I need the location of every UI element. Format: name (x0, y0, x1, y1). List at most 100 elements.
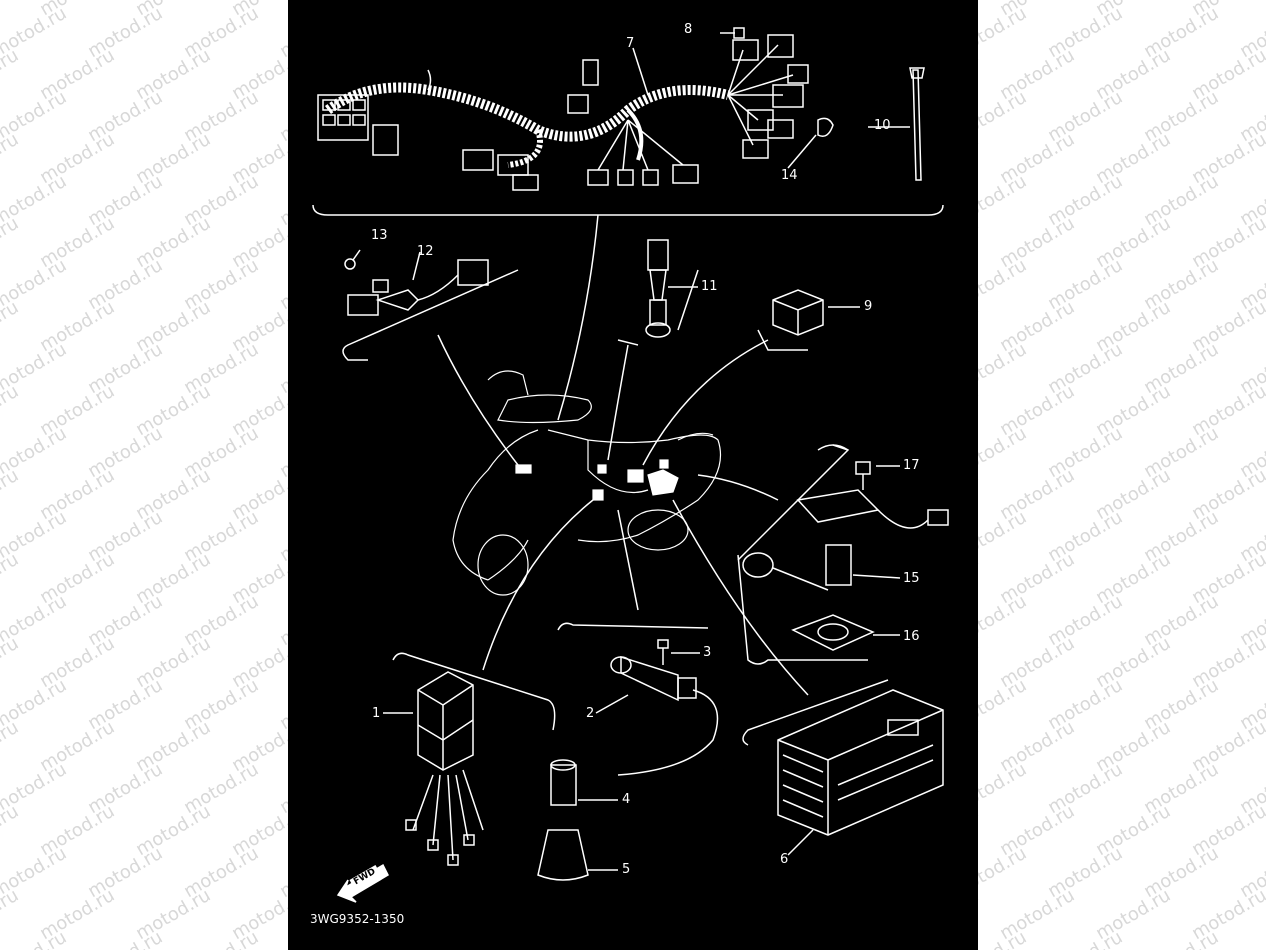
watermark-text: motod.ru (1140, 86, 1223, 147)
watermark-text: motod.ru (84, 758, 167, 819)
watermark-text: motod.ru (0, 716, 23, 777)
watermark-text: motod.ru (1044, 254, 1127, 315)
watermark-text: motod.ru (180, 422, 263, 483)
watermark-text: motod.ru (1140, 170, 1223, 231)
watermark-text: motod.ru (1044, 927, 1126, 950)
parts-diagram: 7 8 10 14 13 12 11 9 17 15 16 3 2 1 4 5 … (288, 0, 978, 950)
watermark-text: motod.ru (0, 296, 23, 357)
watermark-text: motod.ru (132, 380, 215, 441)
watermark-text: motod.ru (1140, 590, 1223, 651)
callout-3: 3 (703, 645, 712, 660)
scooter-silhouette (452, 370, 722, 596)
watermark-text: motod.ru (0, 338, 71, 399)
watermark-text: motod.ru (84, 506, 167, 567)
watermark-text: motod.ru (1092, 380, 1175, 441)
watermark-text: motod.ru (36, 380, 119, 441)
watermark-text: motod.ru (84, 254, 167, 315)
watermark-text: motod.ru (0, 842, 71, 903)
part-12-shape (347, 259, 489, 316)
watermark-text: motod.ru (996, 464, 1079, 525)
watermark-text: motod.ru (0, 422, 71, 483)
watermark-text: motod.ru (84, 170, 167, 231)
diagram-drawing (312, 27, 949, 903)
watermark-text: motod.ru (0, 44, 23, 105)
watermark-text: motod.ru (36, 296, 119, 357)
watermark-text: motod.ru (1188, 296, 1266, 357)
watermark-text: motod.ru (1236, 590, 1266, 651)
part-15-shape (742, 489, 949, 591)
watermark-text: motod.ru (1092, 884, 1175, 945)
watermark-text: motod.ru (1092, 716, 1175, 777)
part-1-shape (405, 671, 484, 866)
watermark-text: motod.ru (132, 632, 215, 693)
callout-14: 14 (781, 168, 798, 183)
watermark-text: motod.ru (0, 254, 71, 315)
watermark-text: motod.ru (36, 0, 118, 20)
watermark-text: motod.ru (1188, 128, 1266, 189)
watermark-text: motod.ru (1188, 212, 1266, 273)
watermark-text: motod.ru (1140, 422, 1223, 483)
part-10-shape (912, 69, 922, 181)
part-4-shape (550, 759, 577, 806)
watermark-text: motod.ru (1140, 506, 1223, 567)
callout-17: 17 (903, 458, 920, 473)
watermark-text: motod.ru (132, 296, 215, 357)
watermark-text: motod.ru (180, 170, 263, 231)
watermark-text: motod.ru (1044, 506, 1127, 567)
watermark-text: motod.ru (0, 884, 23, 945)
watermark-text: motod.ru (0, 380, 23, 441)
part-11-shape (645, 239, 671, 338)
watermark-text: motod.ru (0, 674, 71, 735)
callout-1: 1 (372, 706, 381, 721)
watermark-text: motod.ru (996, 0, 1078, 20)
watermark-text: motod.ru (0, 800, 23, 861)
watermark-text: motod.ru (0, 86, 71, 147)
watermark-text: motod.ru (180, 590, 263, 651)
watermark-text: motod.ru (84, 927, 166, 950)
watermark-text: motod.ru (1140, 927, 1222, 950)
watermark-text: motod.ru (0, 632, 23, 693)
watermark-text: motod.ru (0, 506, 71, 567)
watermark-text: motod.ru (84, 338, 167, 399)
watermark-text: motod.ru (0, 758, 71, 819)
callout-4: 4 (622, 792, 631, 807)
watermark-text: motod.ru (1140, 254, 1223, 315)
watermark-text: motod.ru (1236, 842, 1266, 903)
watermark-text: motod.ru (84, 422, 167, 483)
watermark-text: motod.ru (180, 2, 263, 63)
callout-11: 11 (701, 279, 718, 294)
watermark-text: motod.ru (180, 506, 263, 567)
callout-8: 8 (684, 22, 693, 37)
watermark-text: motod.ru (180, 674, 263, 735)
watermark-text: motod.ru (1188, 44, 1266, 105)
watermark-text: motod.ru (1188, 632, 1266, 693)
watermark-text: motod.ru (0, 0, 22, 20)
watermark-text: motod.ru (1188, 548, 1266, 609)
part-3-shape (657, 639, 669, 665)
watermark-text: motod.ru (1140, 338, 1223, 399)
watermark-text: motod.ru (180, 338, 263, 399)
watermark-text: motod.ru (1236, 170, 1266, 231)
callout-6: 6 (780, 852, 789, 867)
watermark-text: motod.ru (1236, 338, 1266, 399)
callout-12: 12 (417, 244, 434, 259)
watermark-text: motod.ru (180, 254, 263, 315)
watermark-text: motod.ru (1188, 800, 1266, 861)
watermark-text: motod.ru (36, 464, 119, 525)
part-6-shape (777, 689, 944, 836)
watermark-text: motod.ru (0, 2, 71, 63)
watermark-text: motod.ru (1140, 758, 1223, 819)
watermark-text: motod.ru (180, 927, 262, 950)
part-9-shape (772, 289, 824, 336)
watermark-text: motod.ru (1044, 674, 1127, 735)
watermark-text: motod.ru (1140, 674, 1223, 735)
watermark-text: motod.ru (0, 548, 23, 609)
watermark-text: motod.ru (1236, 506, 1266, 567)
part-13-shape (344, 258, 356, 270)
watermark-text: motod.ru (1044, 170, 1127, 231)
callout-2: 2 (586, 706, 595, 721)
watermark-text: motod.ru (180, 758, 263, 819)
watermark-text: motod.ru (84, 590, 167, 651)
watermark-text: motod.ru (996, 716, 1079, 777)
callout-15: 15 (903, 571, 920, 586)
